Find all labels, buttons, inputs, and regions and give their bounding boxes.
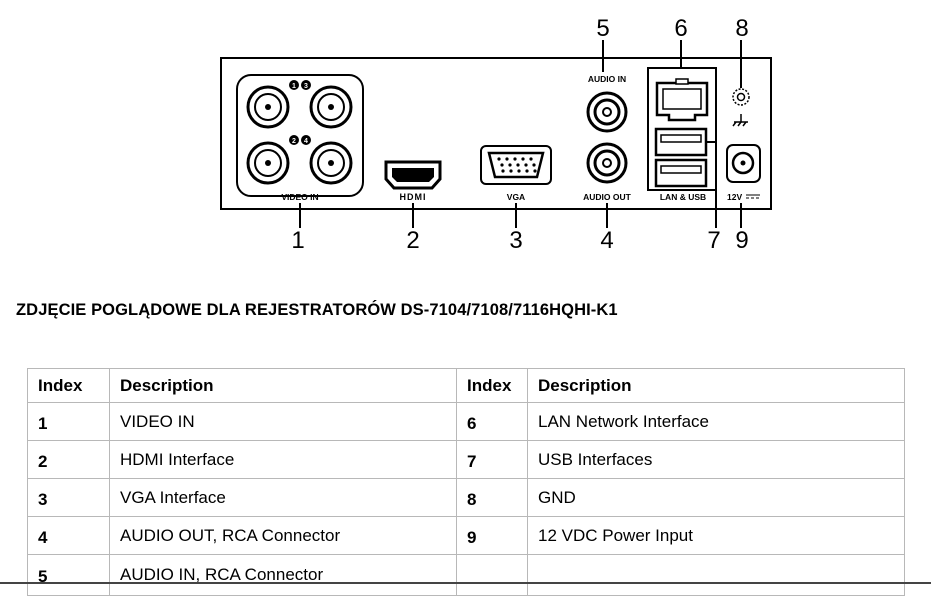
row-description-left: AUDIO OUT, RCA Connector <box>109 516 457 555</box>
header-index-right: Index <box>456 368 528 403</box>
callout-7: 7 <box>707 227 720 254</box>
vga-port: VGA <box>480 145 552 202</box>
rj45-lan-port <box>655 78 709 122</box>
audio-in-label: AUDIO IN <box>588 74 626 84</box>
header-index-left: Index <box>27 368 110 403</box>
row-index-left: 3 <box>27 478 110 517</box>
bnc-connector-4 <box>309 141 353 185</box>
row-description-left: VIDEO IN <box>109 402 457 441</box>
channel-number-2: 2 <box>292 138 296 145</box>
usb-port-2 <box>654 158 708 188</box>
row-index-left: 5 <box>27 554 110 596</box>
callout-6: 6 <box>674 15 687 42</box>
channel-number-1: 1 <box>292 83 296 90</box>
row-description-right: GND <box>527 478 905 517</box>
row-index-right: 9 <box>456 516 528 555</box>
audio-in-port: AUDIO IN <box>586 74 628 133</box>
hdmi-port: HDMI <box>384 160 442 202</box>
channel-number-4: 4 <box>304 138 308 145</box>
callout-9: 9 <box>735 227 748 254</box>
figure-caption: ZDJĘCIE POGLĄDOWE DLA REJESTRATORÓW DS-7… <box>16 301 618 319</box>
bnc-connector-1 <box>246 85 290 129</box>
rear-panel-diagram: 1 3 2 4 VIDEO IN HDMI VGA AUDIO IN AUDIO… <box>220 15 772 254</box>
power-label: 12V <box>727 192 742 202</box>
callout-5: 5 <box>596 15 609 42</box>
callout-numbers: 1 2 3 4 5 6 7 8 9 <box>291 15 748 254</box>
lan-usb-group: LAN & USB <box>647 67 717 202</box>
row-description-right: LAN Network Interface <box>527 402 905 441</box>
callout-8: 8 <box>735 15 748 42</box>
bnc-connector-2 <box>246 141 290 185</box>
callout-2: 2 <box>406 227 419 254</box>
power-jack: 12V <box>726 144 761 202</box>
table-row: 2 HDMI Interface 7 USB Interfaces <box>27 440 905 479</box>
table-row: 1 VIDEO IN 6 LAN Network Interface <box>27 402 905 441</box>
callout-leader-lines <box>299 40 742 228</box>
row-index-right <box>456 554 528 596</box>
row-index-left: 1 <box>27 402 110 441</box>
row-index-left: 2 <box>27 440 110 479</box>
vga-label: VGA <box>507 192 525 202</box>
video-in-connector-group: 1 3 2 4 VIDEO IN <box>236 74 364 202</box>
header-description-left: Description <box>109 368 457 403</box>
row-index-right: 8 <box>456 478 528 517</box>
callout-3: 3 <box>509 227 522 254</box>
row-index-right: 6 <box>456 402 528 441</box>
table-row: 3 VGA Interface 8 GND <box>27 478 905 517</box>
audio-out-label: AUDIO OUT <box>583 192 632 202</box>
row-description-right: USB Interfaces <box>527 440 905 479</box>
gnd-terminal <box>732 88 750 127</box>
ground-symbol-icon <box>732 114 748 127</box>
table-header-row: Index Description Index Description <box>27 368 905 403</box>
callout-4: 4 <box>600 227 613 254</box>
header-description-right: Description <box>527 368 905 403</box>
audio-out-port: AUDIO OUT <box>583 142 632 202</box>
bottom-divider <box>0 582 931 584</box>
usb-port-1 <box>654 127 708 157</box>
row-description-left: AUDIO IN, RCA Connector <box>109 554 457 596</box>
dc-symbol-icon <box>746 194 760 199</box>
video-in-label: VIDEO IN <box>281 192 318 202</box>
callout-1: 1 <box>291 227 304 254</box>
table-row: 5 AUDIO IN, RCA Connector <box>27 554 905 596</box>
row-description-right <box>527 554 905 596</box>
channel-number-3: 3 <box>304 83 308 90</box>
table-row: 4 AUDIO OUT, RCA Connector 9 12 VDC Powe… <box>27 516 905 555</box>
row-index-right: 7 <box>456 440 528 479</box>
lan-usb-label: LAN & USB <box>660 192 706 202</box>
row-description-right: 12 VDC Power Input <box>527 516 905 555</box>
interface-legend-table: Index Description Index Description 1 VI… <box>27 368 905 596</box>
row-description-left: VGA Interface <box>109 478 457 517</box>
row-description-left: HDMI Interface <box>109 440 457 479</box>
bnc-connector-3 <box>309 85 353 129</box>
row-index-left: 4 <box>27 516 110 555</box>
hdmi-label: HDMI <box>400 192 427 202</box>
